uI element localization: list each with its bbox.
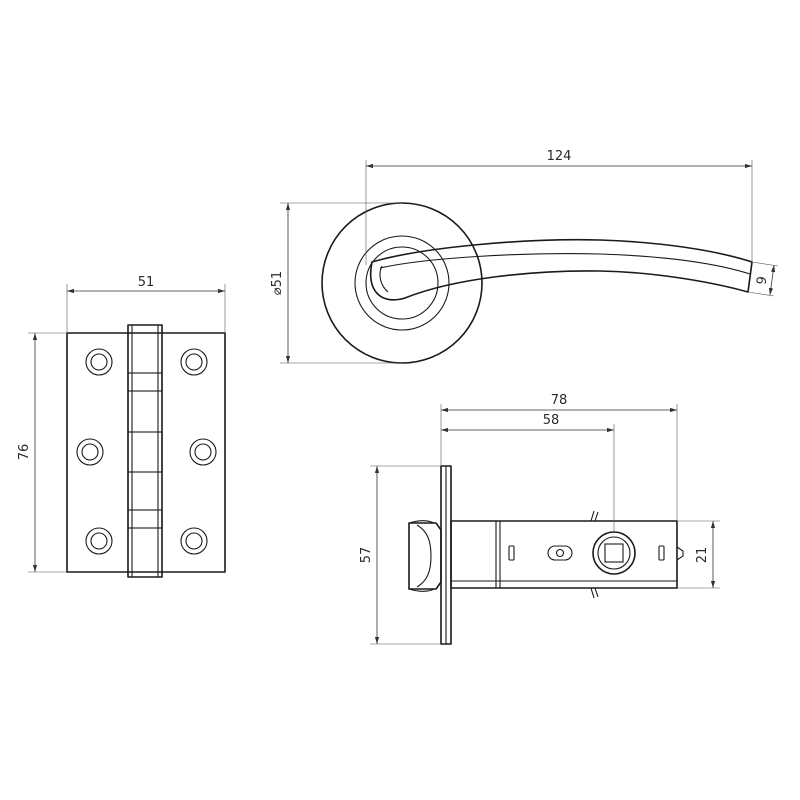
latch-slot-right: [658, 545, 665, 561]
lever-arm: [369, 238, 753, 301]
hinge-leaf: [66, 332, 226, 573]
dim-latch-faceplate: 57: [359, 547, 374, 564]
rose-collar: [354, 235, 450, 331]
dim-rose-diameter: ⌀51: [270, 271, 285, 295]
dim-lever-end: 9: [755, 275, 771, 285]
tubular-latch: 78 58 57 21: [359, 393, 720, 645]
latch-body: [450, 520, 678, 589]
lever-neck: [379, 265, 389, 293]
lever-end-face: [747, 261, 753, 293]
dim-hinge-height: 76: [17, 444, 32, 461]
dim-hinge-width: 51: [138, 275, 155, 290]
latch-tab-bottom: [590, 587, 599, 599]
latch-oval-slot: [547, 545, 573, 561]
spindle-square: [604, 543, 624, 563]
rose-boss: [365, 246, 439, 320]
latch-tab-top: [590, 510, 599, 522]
lever-ridge: [379, 253, 751, 275]
dim-line-lever-end: [768, 264, 776, 296]
butt-hinge: 51 76: [17, 275, 226, 578]
dim-latch-backset: 58: [543, 413, 560, 428]
lever-handle: 124 ⌀51 9: [270, 149, 779, 364]
dim-lever-length: 124: [547, 149, 572, 164]
latch-slot-left: [508, 545, 515, 561]
latch-follower: [592, 531, 636, 575]
screw-holes: [76, 348, 217, 555]
hinge-knuckle-strip: [127, 324, 163, 578]
dim-latch-length: 78: [551, 393, 568, 408]
dim-latch-body: 21: [695, 547, 710, 564]
